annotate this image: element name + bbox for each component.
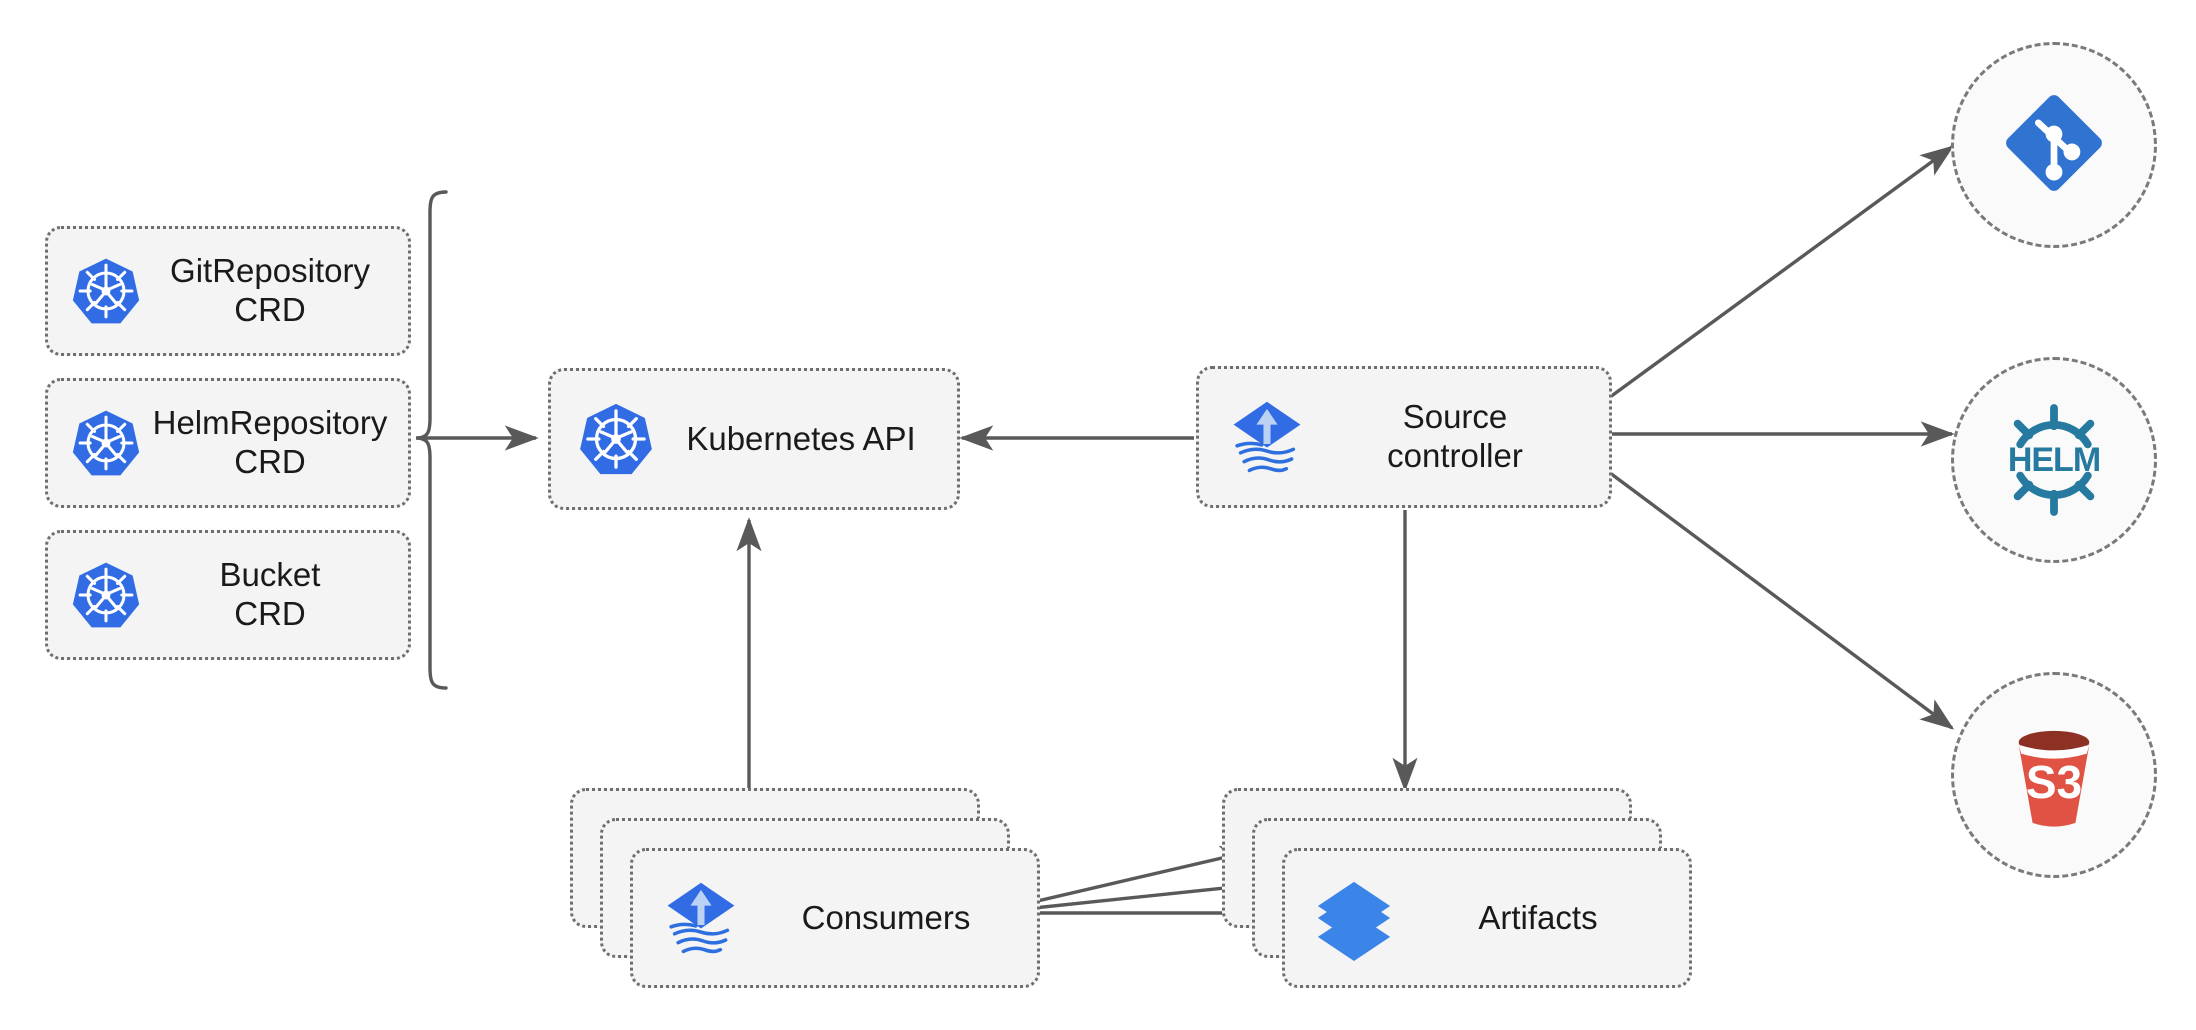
kubernetes-icon bbox=[70, 407, 142, 479]
flux-icon bbox=[1223, 393, 1311, 481]
helmrepository-crd-box[interactable]: HelmRepository CRD bbox=[45, 378, 411, 508]
source-controller-label: Source controller bbox=[1387, 398, 1523, 474]
kubernetes-icon bbox=[70, 255, 142, 327]
bucket-crd-box[interactable]: Bucket CRD bbox=[45, 530, 411, 660]
consumers-box[interactable]: Consumers bbox=[630, 848, 1040, 988]
s3-label: S3 bbox=[2025, 756, 2083, 808]
kubernetes-api-label: Kubernetes API bbox=[686, 419, 916, 457]
gitrepository-crd-box[interactable]: GitRepository CRD bbox=[45, 226, 411, 356]
kubernetes-api-box[interactable]: Kubernetes API bbox=[548, 368, 960, 510]
layers-icon bbox=[1311, 875, 1397, 961]
helm-label: HELM bbox=[2007, 440, 2101, 479]
gitrepository-crd-label: GitRepository CRD bbox=[170, 252, 370, 328]
source-controller-box[interactable]: Source controller bbox=[1196, 366, 1612, 508]
bucket-crd-label: Bucket CRD bbox=[219, 556, 321, 632]
artifacts-box[interactable]: Artifacts bbox=[1282, 848, 1692, 988]
git-icon bbox=[1998, 87, 2110, 204]
crd-bracket bbox=[415, 190, 448, 690]
helm-icon: HELM bbox=[1989, 395, 2119, 525]
flux-icon bbox=[657, 874, 745, 962]
edge-source-controller-to-git bbox=[1604, 145, 1955, 402]
artifacts-label: Artifacts bbox=[1478, 898, 1598, 936]
s3-icon: S3 bbox=[1991, 712, 2117, 838]
helm-source-circle[interactable]: HELM bbox=[1951, 357, 2157, 563]
kubernetes-icon bbox=[577, 400, 655, 478]
edge-source-controller-to-s3 bbox=[1604, 468, 1955, 730]
helmrepository-crd-label: HelmRepository CRD bbox=[152, 404, 388, 480]
kubernetes-icon bbox=[70, 559, 142, 631]
s3-source-circle[interactable]: S3 bbox=[1951, 672, 2157, 878]
consumers-label: Consumers bbox=[801, 898, 971, 936]
git-source-circle[interactable] bbox=[1951, 42, 2157, 248]
